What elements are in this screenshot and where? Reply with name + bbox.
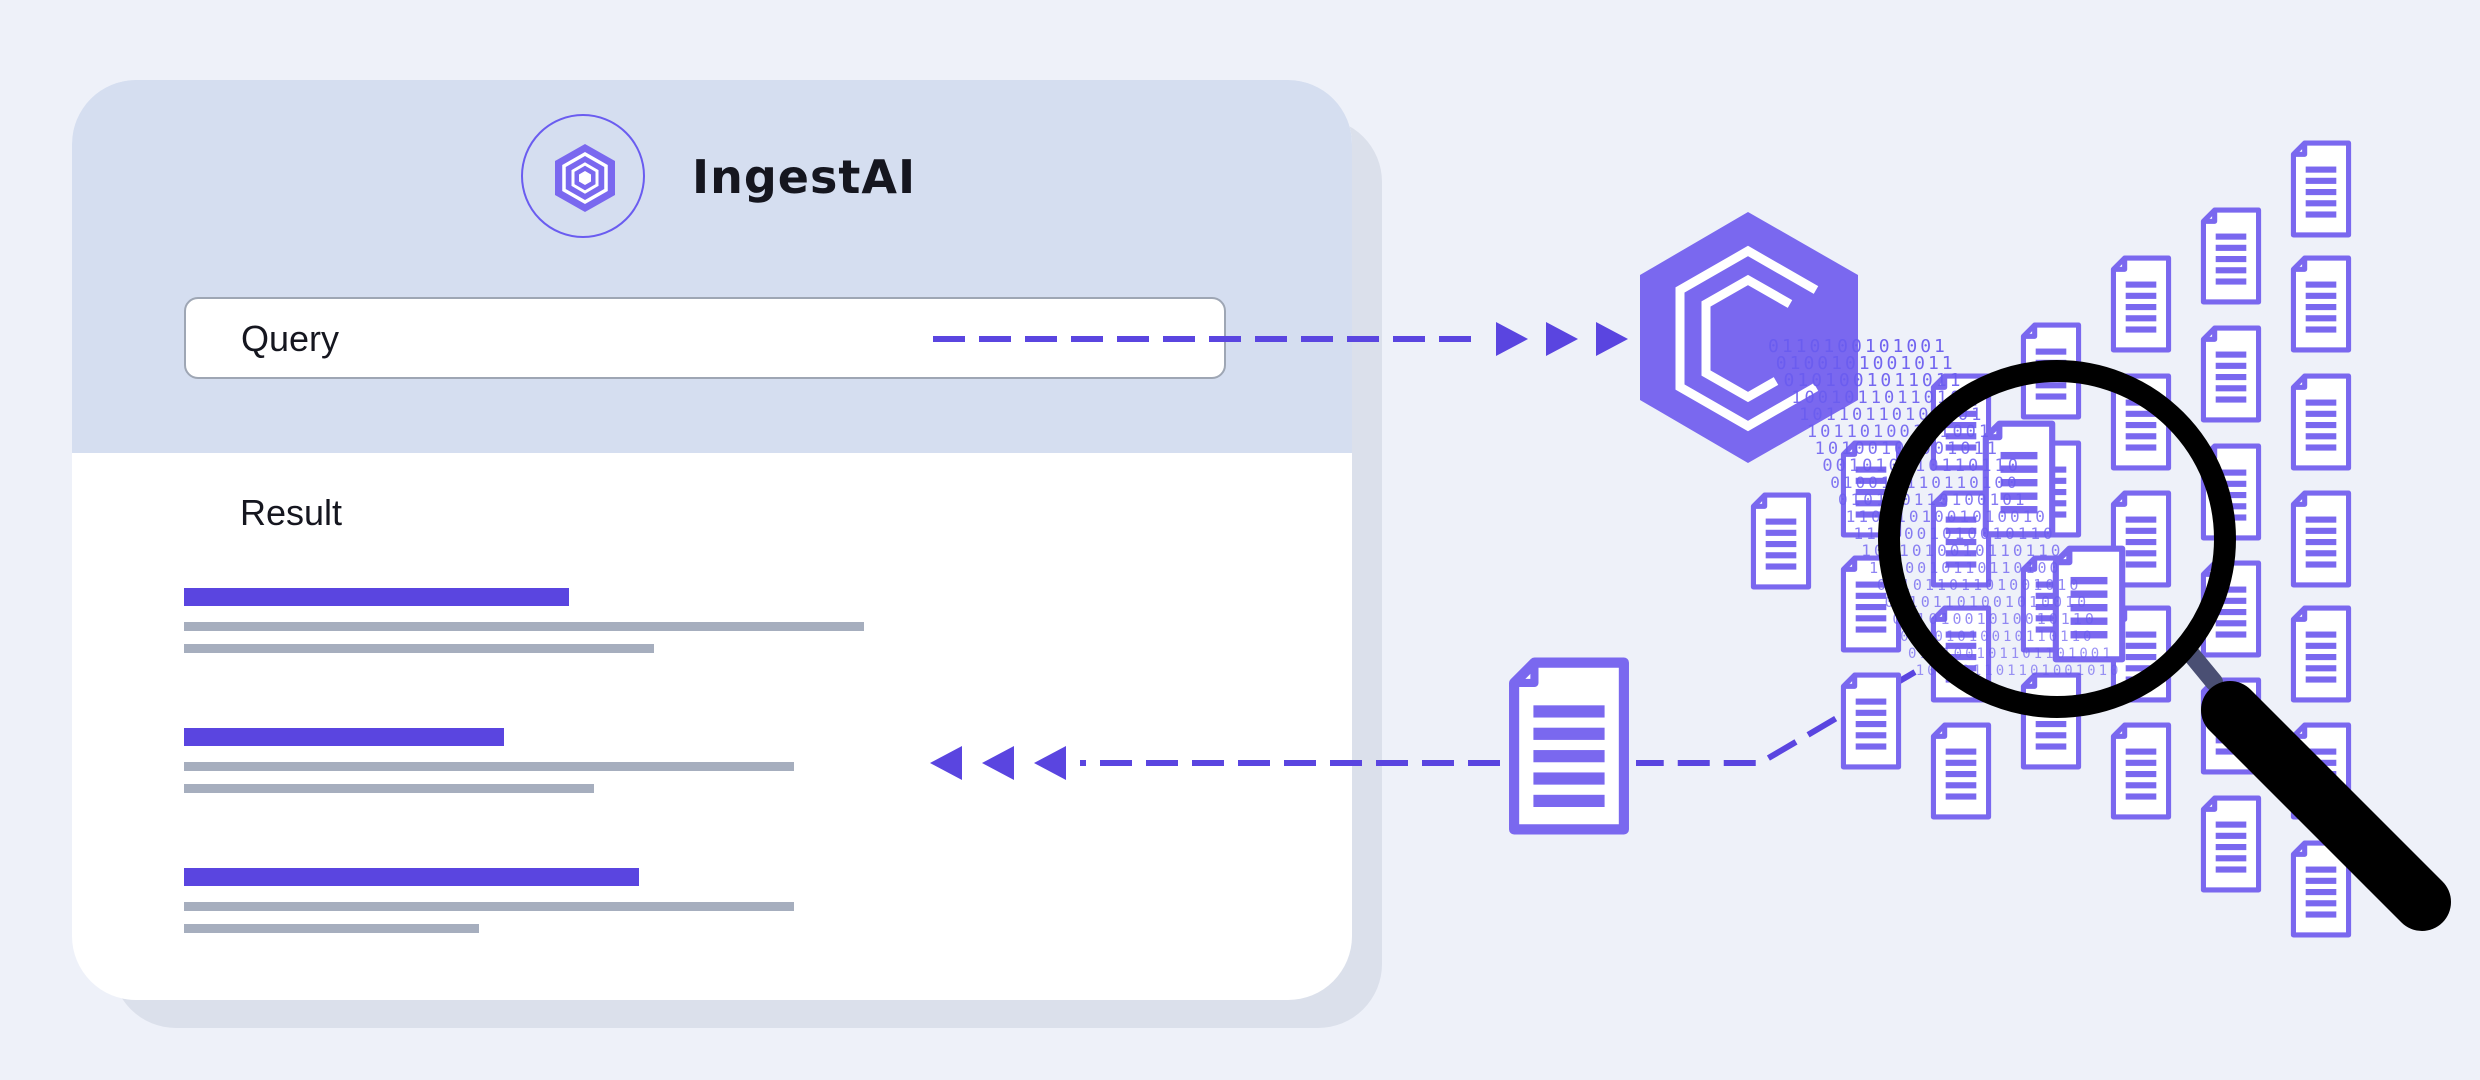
document-icon xyxy=(1753,495,1808,587)
arrow-left-icon xyxy=(982,746,1014,780)
arrow-left-icon xyxy=(930,746,962,780)
ingestai-logo-icon xyxy=(521,114,645,238)
binary-stream: 0110100101001010010100101101010010110111… xyxy=(1768,336,2118,679)
result-text-line xyxy=(184,924,479,933)
binary-digits: 001010010110110 xyxy=(1822,456,2021,476)
binary-digits: 0100101001011 xyxy=(1776,353,1956,374)
binary-digits: 0101001011011 xyxy=(1784,370,1964,391)
binary-digits: 010100101101101001 xyxy=(1908,646,2114,662)
binary-digits: 01101001010010110 xyxy=(1892,610,2097,628)
binary-digits: 00101101101001010 xyxy=(1877,576,2082,594)
binary-digits: 1101001010010110 xyxy=(1854,524,2056,543)
document-icon xyxy=(2293,608,2348,700)
arrow-right-icon xyxy=(1596,322,1628,356)
binary-digits: 10010110110100 xyxy=(1791,388,1976,408)
panel-header: IngestAI Query xyxy=(72,80,1352,453)
document-icon xyxy=(2293,143,2348,235)
result-text-line xyxy=(184,762,794,771)
binary-digits: 1010010110110100 xyxy=(1869,559,2061,577)
result-title-bar xyxy=(184,728,504,746)
document-icon xyxy=(2293,376,2348,468)
arrow-right-icon xyxy=(1496,322,1528,356)
document-icon xyxy=(2113,725,2168,817)
document-icon xyxy=(2023,675,2078,767)
document-icon xyxy=(2113,258,2168,350)
result-text-line xyxy=(184,644,654,653)
document-icon xyxy=(1933,725,1988,817)
result-title-bar xyxy=(184,868,639,886)
result-label: Result xyxy=(240,492,343,533)
magnifier-icon xyxy=(1878,360,2451,931)
arrow-right-icon xyxy=(1546,322,1578,356)
document-icon xyxy=(2293,493,2348,585)
result-text-line xyxy=(184,622,864,631)
result-text-line xyxy=(184,784,594,793)
document-icon xyxy=(2203,798,2258,890)
result-title-bar xyxy=(184,588,569,606)
document-icon xyxy=(1843,675,1898,767)
brand-name: IngestAI xyxy=(692,150,917,204)
binary-digits: 1001010010110110 xyxy=(1861,541,2063,560)
binary-digits: 01101101001010010 xyxy=(1885,593,2090,611)
binary-digits: 0110100101001 xyxy=(1768,336,1948,357)
query-label: Query xyxy=(241,318,340,359)
binary-digits: 01001010010110110 xyxy=(1900,629,2094,645)
document-icon xyxy=(1514,663,1624,830)
document-icon xyxy=(2203,210,2258,302)
c-hexagon-icon xyxy=(1640,212,1858,463)
search-panel: IngestAI Query Result xyxy=(72,80,1352,1000)
arrow-left-icon xyxy=(1034,746,1066,780)
result-text-line xyxy=(184,902,794,911)
document-icon xyxy=(2293,258,2348,350)
binary-digits: 010010110110100 xyxy=(1830,473,2020,492)
document-icon xyxy=(2203,328,2258,420)
